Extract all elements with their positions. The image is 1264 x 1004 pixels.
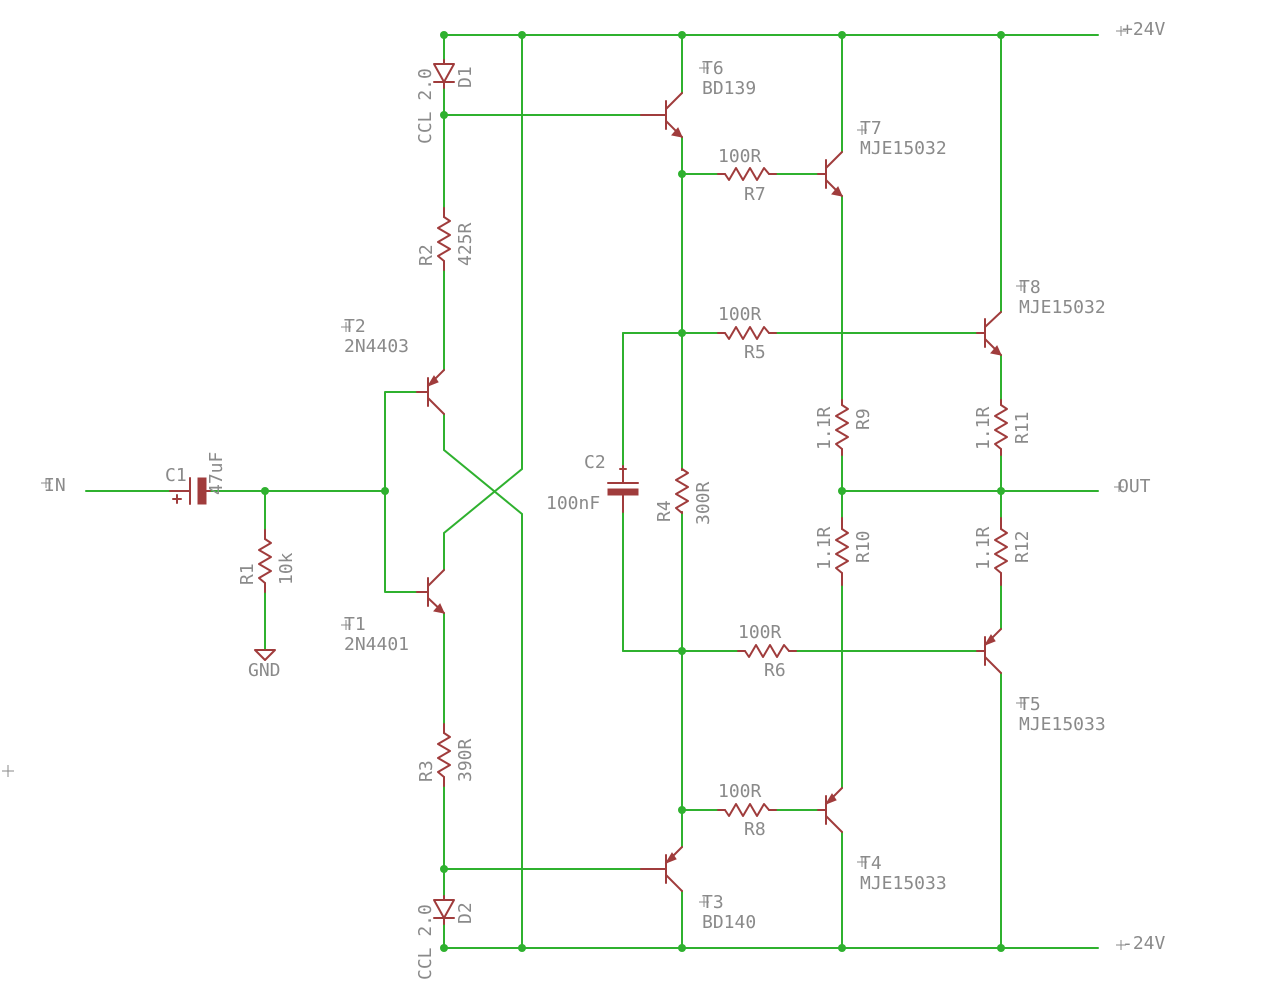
label-c2-name: C2 [584,452,606,473]
resistor-r7 [717,167,777,181]
label-r11-value: 1.1R [973,406,994,450]
ground-symbol [254,649,276,661]
label-t4-value: MJE15033 [860,873,947,894]
label-t7-value: MJE15032 [860,138,947,159]
resistor-r4 [675,468,689,514]
label-r5-value: 100R [718,304,762,325]
net-label-vneg: -24V [1122,933,1166,954]
net-label-ground: GND [248,660,281,681]
transistor-t3 [640,846,683,892]
label-r3-name: R3 [416,760,437,782]
label-r7-value: 100R [718,146,762,167]
label-t5-name: T5 [1019,694,1041,715]
resistor-r11 [994,399,1008,456]
resistor-r3 [437,723,451,787]
resistor-r10 [835,517,849,586]
label-r12-name: R12 [1012,530,1033,563]
resistor-r5 [717,326,777,340]
label-t4-name: T4 [860,853,882,874]
transistor-t7 [817,151,843,197]
transistor-t1 [416,569,445,614]
label-t1-name: T1 [344,614,366,635]
diode-d1 [433,59,455,89]
resistor-r8 [717,803,777,817]
label-t5-value: MJE15033 [1019,714,1106,735]
label-t1-value: 2N4401 [344,634,409,655]
origin-markers [2,26,1126,950]
label-d1-name: D1 [455,66,476,88]
net-label-vpos: +24V [1122,19,1166,40]
label-r11-name: R11 [1012,411,1033,444]
label-r12-value: 1.1R [973,526,994,570]
label-t8-value: MJE15032 [1019,297,1106,318]
label-r2-value: 425R [455,222,476,266]
label-r8-name: R8 [744,819,766,840]
net-label-output: OUT [1118,476,1151,497]
transistor-t4 [817,787,843,833]
label-r10-value: 1.1R [814,526,835,570]
resistor-r9 [835,399,849,456]
label-t8-name: T8 [1019,277,1041,298]
label-r6-value: 100R [738,622,782,643]
label-t6-value: BD139 [702,78,756,99]
label-t2-value: 2N4403 [344,336,409,357]
label-r1-name: R1 [237,563,258,585]
label-r9-value: 1.1R [814,406,835,450]
wires [85,34,1099,949]
label-r5-name: R5 [744,342,766,363]
label-r1-value: 10k [276,552,297,585]
junctions [261,31,1005,952]
label-r4-name: R4 [654,500,675,522]
resistor-r12 [994,517,1008,586]
diode-d2 [433,895,455,925]
label-c2-value: 100nF [546,493,600,514]
label-r4-value: 300R [693,481,714,525]
label-d2-name: D2 [455,902,476,924]
label-r2-name: R2 [416,244,437,266]
label-t2-name: T2 [344,316,366,337]
label-t7-name: T7 [860,118,882,139]
transistor-t5 [976,628,1002,674]
label-t6-name: T6 [702,58,724,79]
capacitor-c2 [607,465,639,513]
resistor-r6 [737,644,797,658]
label-r7-name: R7 [744,184,766,205]
label-r3-value: 390R [455,738,476,782]
label-d2-value: CCL 2.0 [415,904,436,980]
label-c1-value: 47uF [206,452,227,495]
label-r6-name: R6 [764,660,786,681]
resistor-r1 [258,529,272,593]
transistor-t8 [976,311,1002,356]
capacitor-c1 [169,477,211,505]
label-r10-name: R10 [853,530,874,563]
label-d1-value: CCL 2.0 [415,68,436,144]
label-t3-value: BD140 [702,912,756,933]
label-c1-name: C1 [165,465,187,486]
transistor-t2 [416,369,445,415]
label-r9-name: R9 [853,408,874,430]
label-t3-name: T3 [702,892,724,913]
label-r8-value: 100R [718,781,762,802]
resistor-r2 [437,207,451,271]
transistor-t6 [640,92,683,138]
net-label-input: IN [44,475,66,496]
labels: +24V -24V IN OUT GND C1 47uF R1 10k R2 4… [44,19,1166,980]
